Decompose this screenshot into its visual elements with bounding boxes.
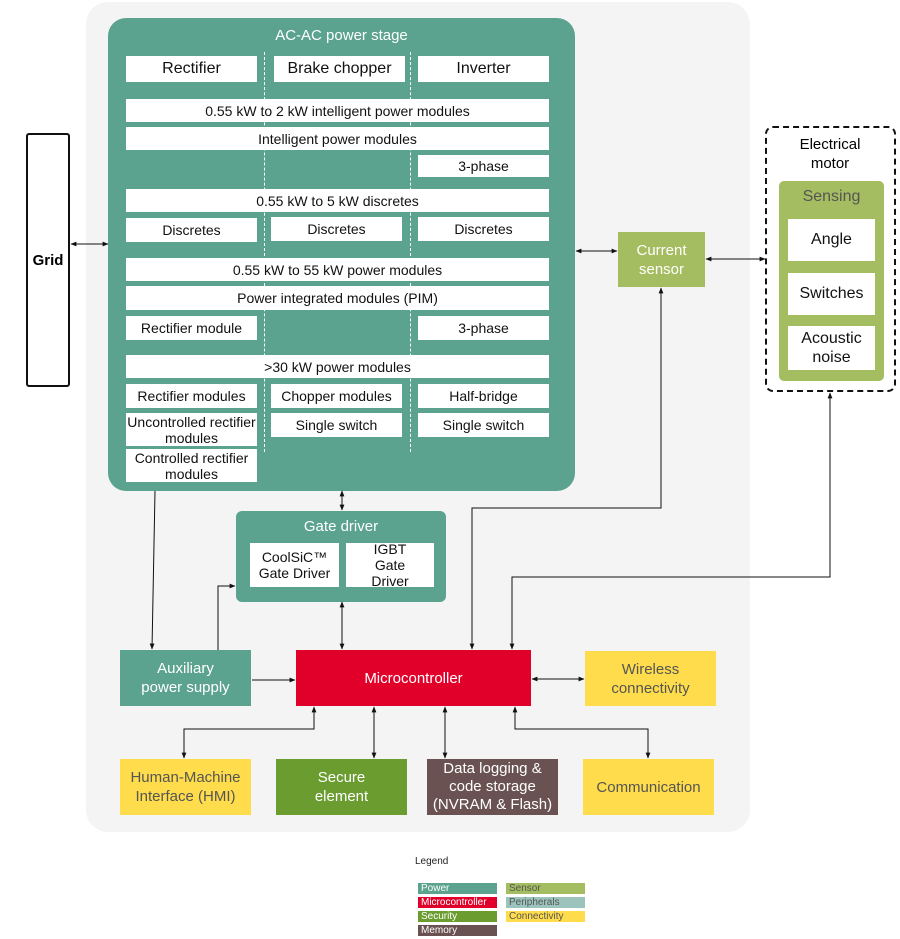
chopper-modules: Chopper modules: [271, 384, 402, 408]
rectifier-modules: Rectifier modules: [126, 384, 257, 408]
coolsic-gate-driver: CoolSiC™ Gate Driver: [250, 543, 339, 587]
aux-to-gate-driver-connector: [217, 583, 236, 650]
hmi-block: Human-Machine Interface (HMI): [120, 759, 251, 815]
column-divider-left: [264, 52, 265, 452]
data-logging-block: Data logging & code storage (NVRAM & Fla…: [427, 759, 558, 815]
legend-power: Power: [418, 883, 497, 894]
stage-to-aux-connector: [149, 490, 156, 650]
discretes-chopper: Discretes: [271, 217, 402, 241]
microcontroller-block: Microcontroller: [296, 650, 531, 706]
mcu-to-hmi-connector: [181, 706, 317, 759]
current-sensor-block: Current sensor: [618, 232, 705, 287]
mcu-to-sensor-connector: [469, 287, 664, 650]
rectifier-header: Rectifier: [126, 56, 257, 82]
ipm-range-bar: 0.55 kW to 2 kW intelligent power module…: [126, 99, 549, 122]
ipm-3-phase: 3-phase: [418, 155, 549, 177]
legend-memory: Memory: [418, 925, 497, 936]
power-stage-title: AC-AC power stage: [275, 26, 408, 44]
chopper-single-switch: Single switch: [271, 413, 402, 437]
legend-sensor: Sensor: [506, 883, 585, 894]
controlled-rectifier-modules: Controlled rectifier modules: [126, 449, 257, 482]
electrical-motor-block: [765, 126, 896, 392]
secure-element-block: Secure element: [276, 759, 407, 815]
discretes-range-bar: 0.55 kW to 5 kW discretes: [126, 189, 549, 212]
communication-label: Communication: [596, 778, 701, 796]
legend-microcontroller: Microcontroller: [418, 897, 497, 908]
grid-label: Grid: [32, 251, 64, 269]
legend-title: Legend: [415, 856, 449, 867]
switches-sensing: Switches: [788, 273, 875, 315]
pim-rectifier-module: Rectifier module: [126, 316, 257, 340]
igbt-gate-driver: IGBT Gate Driver: [346, 541, 434, 589]
uncontrolled-rectifier-modules: Uncontrolled rectifier modules: [126, 413, 257, 446]
ipm-modules-bar: Intelligent power modules: [126, 127, 549, 150]
secure-element-label: Secure element: [314, 769, 369, 805]
mcu-to-communication-connector: [512, 706, 651, 759]
mcu-to-motor-connector: [509, 392, 833, 650]
inverter-header: Inverter: [418, 56, 549, 82]
gate-driver-title: Gate driver: [303, 517, 379, 535]
angle-sensing: Angle: [788, 219, 875, 261]
auxiliary-power-supply: Auxiliary power supply: [120, 650, 251, 706]
wireless-label: Wireless connectivity: [611, 660, 690, 697]
legend-peripherals: Peripherals: [506, 897, 585, 908]
brake-chopper-header: Brake chopper: [274, 56, 405, 82]
legend-security: Security: [418, 911, 497, 922]
electrical-motor-title: Electrical motor: [799, 136, 861, 172]
current-sensor-label: Current sensor: [636, 241, 687, 278]
pim-range-bar: 0.55 kW to 55 kW power modules: [126, 258, 549, 281]
hmi-label: Human-Machine Interface (HMI): [130, 769, 241, 805]
aux-power-label: Auxiliary power supply: [141, 660, 230, 696]
discretes-inverter: Discretes: [418, 217, 549, 241]
column-divider-right: [410, 52, 411, 452]
discretes-rectifier: Discretes: [126, 218, 257, 242]
wireless-connectivity: Wireless connectivity: [585, 651, 716, 706]
data-logging-label: Data logging & code storage (NVRAM & Fla…: [432, 760, 553, 813]
legend-connectivity: Connectivity: [506, 911, 585, 922]
grid-block: Grid: [26, 133, 70, 387]
communication-block: Communication: [583, 759, 714, 815]
acoustic-noise-sensing: Acoustic noise: [788, 326, 875, 370]
microcontroller-label: Microcontroller: [364, 669, 463, 687]
sensing-title: Sensing: [802, 188, 861, 205]
large-range-bar: >30 kW power modules: [126, 355, 549, 378]
